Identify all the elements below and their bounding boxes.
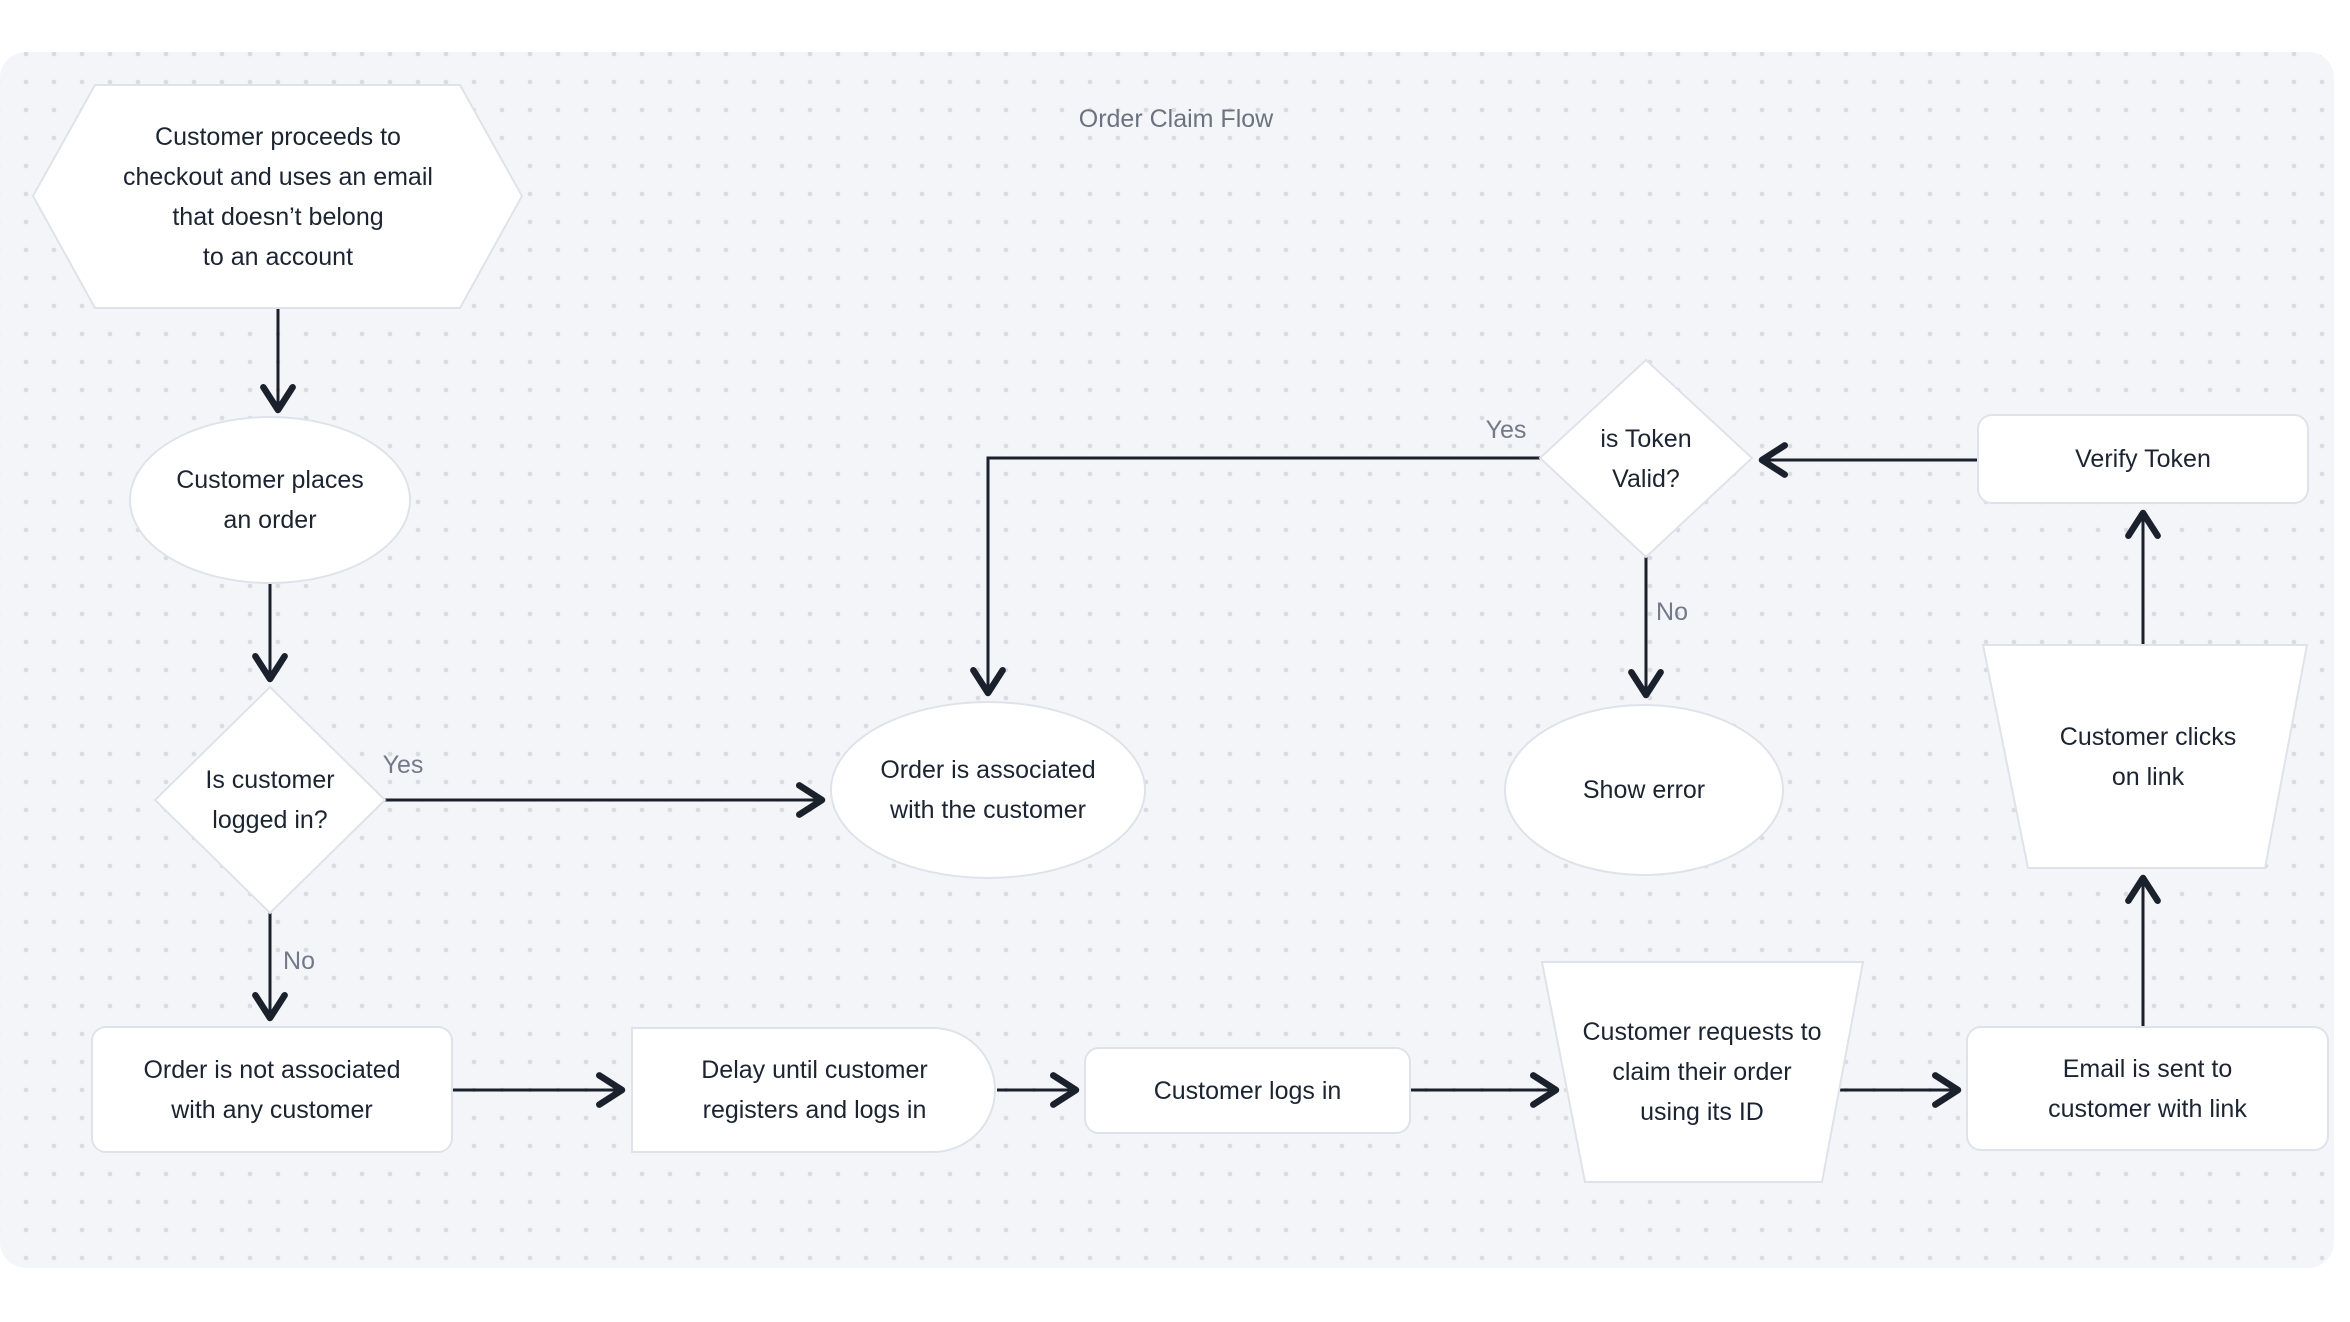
- diagram-title: Order Claim Flow: [1078, 104, 1274, 133]
- node-verify-token-rect[interactable]: [1977, 414, 2309, 504]
- node-checkout-hexagon[interactable]: [31, 84, 524, 309]
- node-logs-in-rect[interactable]: [1084, 1047, 1411, 1134]
- node-logged-in-diamond[interactable]: [153, 685, 387, 915]
- node-delay-shape[interactable]: [631, 1027, 996, 1153]
- node-clicks-link-trapezoid[interactable]: [1981, 644, 2309, 869]
- node-order-associated-ellipse[interactable]: [830, 701, 1146, 879]
- node-claim-request-trapezoid[interactable]: [1540, 961, 1865, 1183]
- node-show-error-ellipse[interactable]: [1504, 704, 1784, 876]
- edge-token-valid-yes: [970, 456, 1540, 697]
- node-order-not-associated-rect[interactable]: [91, 1026, 453, 1153]
- node-token-valid-diamond[interactable]: [1538, 358, 1754, 559]
- node-place-order-ellipse[interactable]: [129, 416, 411, 584]
- node-email-sent-rect[interactable]: [1966, 1026, 2329, 1151]
